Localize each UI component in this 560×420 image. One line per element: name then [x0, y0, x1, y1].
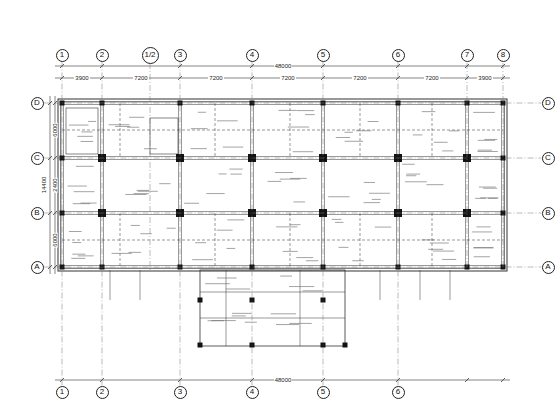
axis-label: 3	[178, 388, 182, 396]
axis-label: A	[34, 263, 39, 271]
axis-bubble: 1	[56, 386, 69, 399]
axis-line	[44, 158, 542, 159]
axis-line	[44, 213, 542, 214]
axis-bubble: A	[542, 261, 555, 274]
dimension-text: 7200	[424, 75, 439, 81]
axis-line	[44, 103, 542, 104]
dimension-text: 48000	[274, 63, 293, 69]
axis-label: 8	[501, 51, 505, 59]
axis-bubble: B	[31, 207, 44, 220]
axis-bubble: 3	[174, 49, 187, 62]
dimension-text: 6000	[52, 122, 58, 137]
axis-label: 7	[465, 51, 469, 59]
dimension-text: 7200	[280, 75, 295, 81]
dimension-text: 7200	[352, 75, 367, 81]
dimension-text: 48000	[274, 377, 293, 383]
dimension-text: 7200	[208, 75, 223, 81]
axis-label: 6	[396, 51, 400, 59]
dimension-text: 7200	[133, 75, 148, 81]
axis-bubble: 1	[56, 49, 69, 62]
axis-bubble: 4	[246, 386, 259, 399]
axis-line	[398, 62, 399, 386]
axis-label: A	[545, 263, 550, 271]
axis-bubble: 1/2	[142, 47, 159, 64]
axis-label: 2	[100, 51, 104, 59]
axis-bubble: B	[542, 207, 555, 220]
axis-bubble: A	[31, 261, 44, 274]
axis-bubble: 5	[317, 386, 330, 399]
axis-bubble: 8	[497, 49, 510, 62]
axis-bubble: 5	[317, 49, 330, 62]
axis-bubble: 4	[246, 49, 259, 62]
axis-bubble: 6	[392, 386, 405, 399]
axis-label: C	[34, 154, 40, 162]
dimension-text: 6000	[52, 232, 58, 247]
axis-bubble: D	[31, 97, 44, 110]
axis-label: 1	[60, 388, 64, 396]
axis-label: 3	[178, 51, 182, 59]
axis-label: 2	[100, 388, 104, 396]
dimension-text: 3900	[477, 75, 492, 81]
axis-label: B	[545, 209, 550, 217]
axis-bubble: 3	[174, 386, 187, 399]
dimension-text: 14400	[41, 176, 47, 195]
dimension-text: 2400	[52, 177, 58, 192]
axis-bubble: 7	[461, 49, 474, 62]
axis-bubble: D	[542, 97, 555, 110]
axis-label: 4	[250, 388, 254, 396]
axis-line	[252, 62, 253, 386]
axis-label: D	[545, 99, 551, 107]
axis-bubble: 6	[392, 49, 405, 62]
axis-line	[180, 62, 181, 386]
axis-line	[44, 267, 542, 268]
axis-label: 4	[250, 51, 254, 59]
axis-bubble: C	[542, 152, 555, 165]
axis-label: 1	[60, 51, 64, 59]
axis-bubble: 2	[96, 49, 109, 62]
axis-line	[102, 62, 103, 386]
axis-line	[323, 62, 324, 386]
axis-label: C	[545, 154, 551, 162]
axis-label: 6	[396, 388, 400, 396]
axis-label: 5	[321, 51, 325, 59]
axis-label: D	[34, 99, 40, 107]
axis-label: B	[34, 209, 39, 217]
axis-bubble: C	[31, 152, 44, 165]
dimension-text: 3900	[74, 75, 89, 81]
axis-line	[62, 62, 63, 386]
axis-label: 1/2	[144, 51, 155, 59]
axis-label: 5	[321, 388, 325, 396]
axis-bubble: 2	[96, 386, 109, 399]
